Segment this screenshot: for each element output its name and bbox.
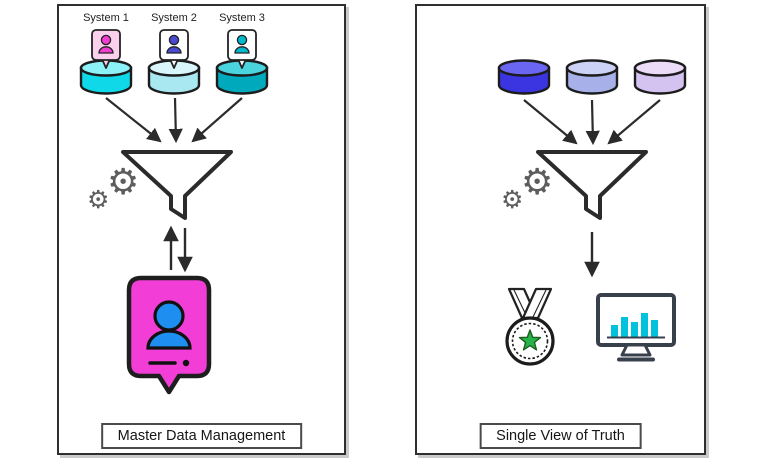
cylinder-top <box>565 59 619 77</box>
database-cylinder-icon <box>565 59 619 95</box>
funnel-icon <box>536 150 648 220</box>
gear-icon-small: ⚙ <box>501 186 524 214</box>
funnel-icon <box>121 150 233 220</box>
gear-icon-small: ⚙ <box>87 186 110 214</box>
person-body <box>98 46 114 54</box>
left-panel-title: Master Data Management <box>100 423 303 449</box>
person-body <box>234 46 250 54</box>
flow-arrow <box>585 99 600 146</box>
funnel-shape <box>536 150 648 220</box>
system-2-label: System 2 <box>151 12 197 24</box>
flow-arrow <box>523 99 578 145</box>
dashboard-monitor-icon <box>596 293 676 362</box>
contact-card-icon <box>159 29 189 69</box>
cylinder-top <box>497 59 551 77</box>
contact-card-icon <box>227 29 257 69</box>
cylinder-top <box>633 59 687 77</box>
gear-icon: ⚙ <box>107 161 140 202</box>
person-head <box>168 34 180 46</box>
person-body <box>146 329 192 350</box>
database-cylinder-icon <box>633 59 687 95</box>
chart-bar <box>631 322 638 337</box>
ribbon-stripe <box>532 289 547 318</box>
person-head <box>100 34 112 46</box>
flow-arrow <box>105 97 162 143</box>
single-view-of-truth-panel: ⚙ ⚙ Single View of Truth <box>415 4 706 455</box>
person-head <box>153 300 185 332</box>
system-1-label: System 1 <box>83 12 129 24</box>
chart-bar <box>611 325 618 337</box>
flow-arrow <box>607 99 661 145</box>
card-detail-dot <box>182 359 190 367</box>
right-panel-title: Single View of Truth <box>479 423 642 449</box>
system-2-group: System 2 <box>139 12 209 96</box>
chart-bar <box>621 317 628 337</box>
medal-star <box>518 329 542 351</box>
master-data-management-panel: System 1 System 2 <box>57 4 346 455</box>
master-record-card-icon <box>126 275 212 395</box>
gear-icon: ⚙ <box>521 161 554 202</box>
system-3-label: System 3 <box>219 12 265 24</box>
medal-inner-ring <box>511 322 549 360</box>
converging-flow-arrows <box>523 99 661 146</box>
person-head <box>236 34 248 46</box>
system-3-group: System 3 <box>207 12 277 96</box>
monitor-stand <box>620 343 652 357</box>
chart-bar <box>651 320 658 337</box>
sync-arrows <box>163 225 193 273</box>
converging-flow-arrows <box>105 97 243 144</box>
flow-arrow <box>168 97 183 144</box>
flow-arrow <box>191 97 243 143</box>
funnel-shape <box>121 150 233 220</box>
medal-icon <box>505 287 555 366</box>
chart-bar <box>641 313 648 337</box>
output-arrow <box>584 232 600 278</box>
system-1-group: System 1 <box>71 12 141 96</box>
database-cylinder-icon <box>497 59 551 95</box>
person-body <box>166 46 182 54</box>
contact-card-icon <box>91 29 121 69</box>
